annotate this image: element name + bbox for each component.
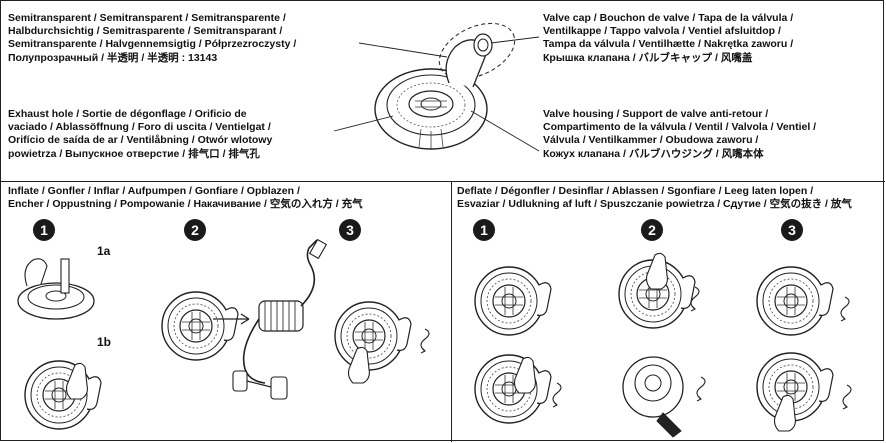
- deflate-step-3-drawing: [757, 267, 851, 431]
- inflate-step-2-drawing: [162, 240, 326, 399]
- deflate-step-1-drawing: [475, 267, 561, 423]
- inflate-step-1b-drawing: [25, 361, 101, 429]
- inflate-step-1a-drawing: [18, 259, 94, 319]
- deflate-step-2-drawing: [619, 253, 705, 437]
- inflate-step-3-drawing: [335, 302, 429, 383]
